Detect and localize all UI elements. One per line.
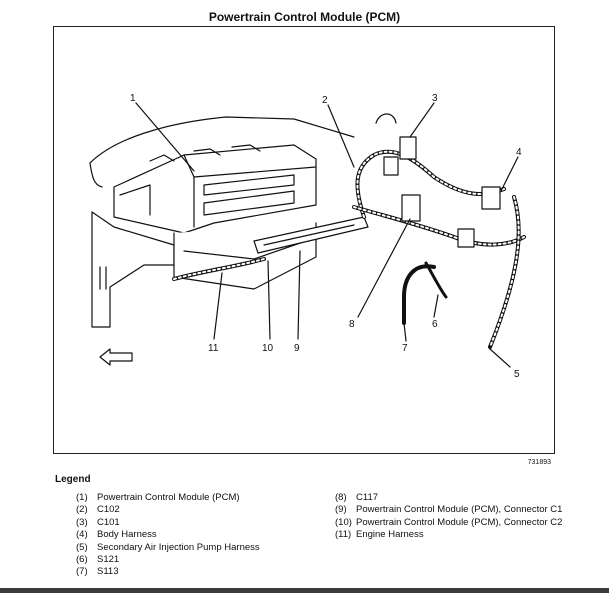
legend-num: (1) bbox=[76, 492, 88, 503]
mounting-bracket bbox=[91, 211, 175, 328]
legend-num: (11) bbox=[335, 529, 352, 541]
legend-label: Powertrain Control Module (PCM), Connect… bbox=[356, 516, 563, 528]
callout-5: 5 bbox=[514, 369, 520, 380]
callout-1: 1 bbox=[130, 93, 136, 104]
bottom-bar bbox=[0, 588, 609, 593]
c117-connector bbox=[401, 194, 421, 222]
legend-label: Powertrain Control Module (PCM) bbox=[97, 492, 240, 503]
pcm-diagram: 1 2 3 4 5 6 7 8 9 10 11 bbox=[89, 93, 526, 380]
callout-9: 9 bbox=[294, 343, 300, 354]
leader-2 bbox=[327, 104, 355, 168]
legend-item: (5) Secondary Air Injection Pump Harness bbox=[76, 542, 316, 554]
callout-4: 4 bbox=[516, 147, 522, 158]
harness-connector-lower bbox=[457, 228, 475, 248]
callout-2: 2 bbox=[322, 95, 328, 106]
legend-item: (3) C101 bbox=[76, 517, 316, 529]
pcm-vent-slot-1 bbox=[203, 190, 295, 216]
leader-11 bbox=[213, 272, 223, 340]
legend-num: (3) bbox=[76, 516, 88, 528]
figure-number: 731893 bbox=[527, 459, 551, 466]
legend-num: (9) bbox=[335, 504, 347, 516]
pcm-vent-slot-2 bbox=[203, 174, 295, 196]
legend-item: (10) Powertrain Control Module (PCM), Con… bbox=[335, 517, 565, 529]
legend-label: Engine Harness bbox=[356, 529, 424, 541]
legend-item: (4) Body Harness bbox=[76, 529, 316, 541]
legend-label: C101 bbox=[97, 516, 120, 528]
legend-label: Body Harness bbox=[97, 529, 157, 541]
leader-1 bbox=[135, 102, 195, 172]
c102-connector bbox=[383, 156, 399, 176]
legend-num: (8) bbox=[335, 492, 347, 503]
leader-7 bbox=[403, 322, 407, 342]
pcm-housing bbox=[113, 144, 317, 234]
legend-label: Secondary Air Injection Pump Harness bbox=[97, 541, 260, 553]
harness-branch bbox=[352, 205, 526, 247]
legend-item: (2) C102 bbox=[76, 504, 316, 516]
legend-num: (4) bbox=[76, 529, 88, 541]
body-panel-edge bbox=[89, 116, 355, 164]
leader-8 bbox=[357, 218, 411, 318]
callout-10: 10 bbox=[262, 343, 274, 354]
legend-num: (6) bbox=[76, 554, 88, 566]
legend-num: (7) bbox=[76, 566, 88, 578]
s113-branch bbox=[402, 264, 436, 325]
legend-item: (7) S113 bbox=[76, 566, 316, 578]
diagram-frame: 1 2 3 4 5 6 7 8 9 10 11 731893 bbox=[53, 26, 555, 466]
legend-num: (5) bbox=[76, 541, 88, 553]
body-harness-connector bbox=[481, 186, 501, 210]
callout-8: 8 bbox=[349, 319, 355, 330]
leader-3 bbox=[409, 102, 435, 138]
callout-6: 6 bbox=[432, 319, 438, 330]
leader-4 bbox=[501, 156, 519, 190]
legend-label: Powertrain Control Module (PCM), Connect… bbox=[356, 504, 563, 516]
legend-num: (10) bbox=[335, 516, 352, 528]
callout-7: 7 bbox=[402, 343, 408, 354]
leader-10 bbox=[267, 260, 271, 340]
legend-item: (9) Powertrain Control Module (PCM), Conn… bbox=[335, 504, 565, 516]
legend-num: (2) bbox=[76, 504, 88, 516]
page-title: Powertrain Control Module (PCM) bbox=[208, 10, 401, 24]
legend-column-left: (1) Powertrain Control Module (PCM) (2) C1… bbox=[76, 492, 316, 579]
leader-5 bbox=[489, 348, 511, 368]
legend-label: C117 bbox=[356, 492, 379, 503]
legend-column-right: (8) C117 (9) Powertrain Control Module (PC… bbox=[335, 492, 565, 542]
s121-branch bbox=[424, 261, 448, 299]
legend-item: (11) Engine Harness bbox=[335, 529, 565, 541]
callout-3: 3 bbox=[432, 93, 438, 104]
callout-11: 11 bbox=[208, 343, 219, 354]
legend-heading: Legend bbox=[55, 474, 91, 485]
front-direction-arrow bbox=[99, 348, 133, 366]
legend-label: C102 bbox=[97, 504, 120, 516]
c101-connector bbox=[399, 136, 417, 160]
leader-9 bbox=[297, 250, 301, 340]
legend-item: (1) Powertrain Control Module (PCM) bbox=[76, 492, 316, 504]
legend-label: S113 bbox=[97, 566, 119, 578]
legend-label: S121 bbox=[97, 554, 120, 566]
legend-item: (6) S121 bbox=[76, 554, 316, 566]
leader-6 bbox=[433, 294, 439, 318]
legend-item: (8) C117 bbox=[335, 492, 565, 504]
